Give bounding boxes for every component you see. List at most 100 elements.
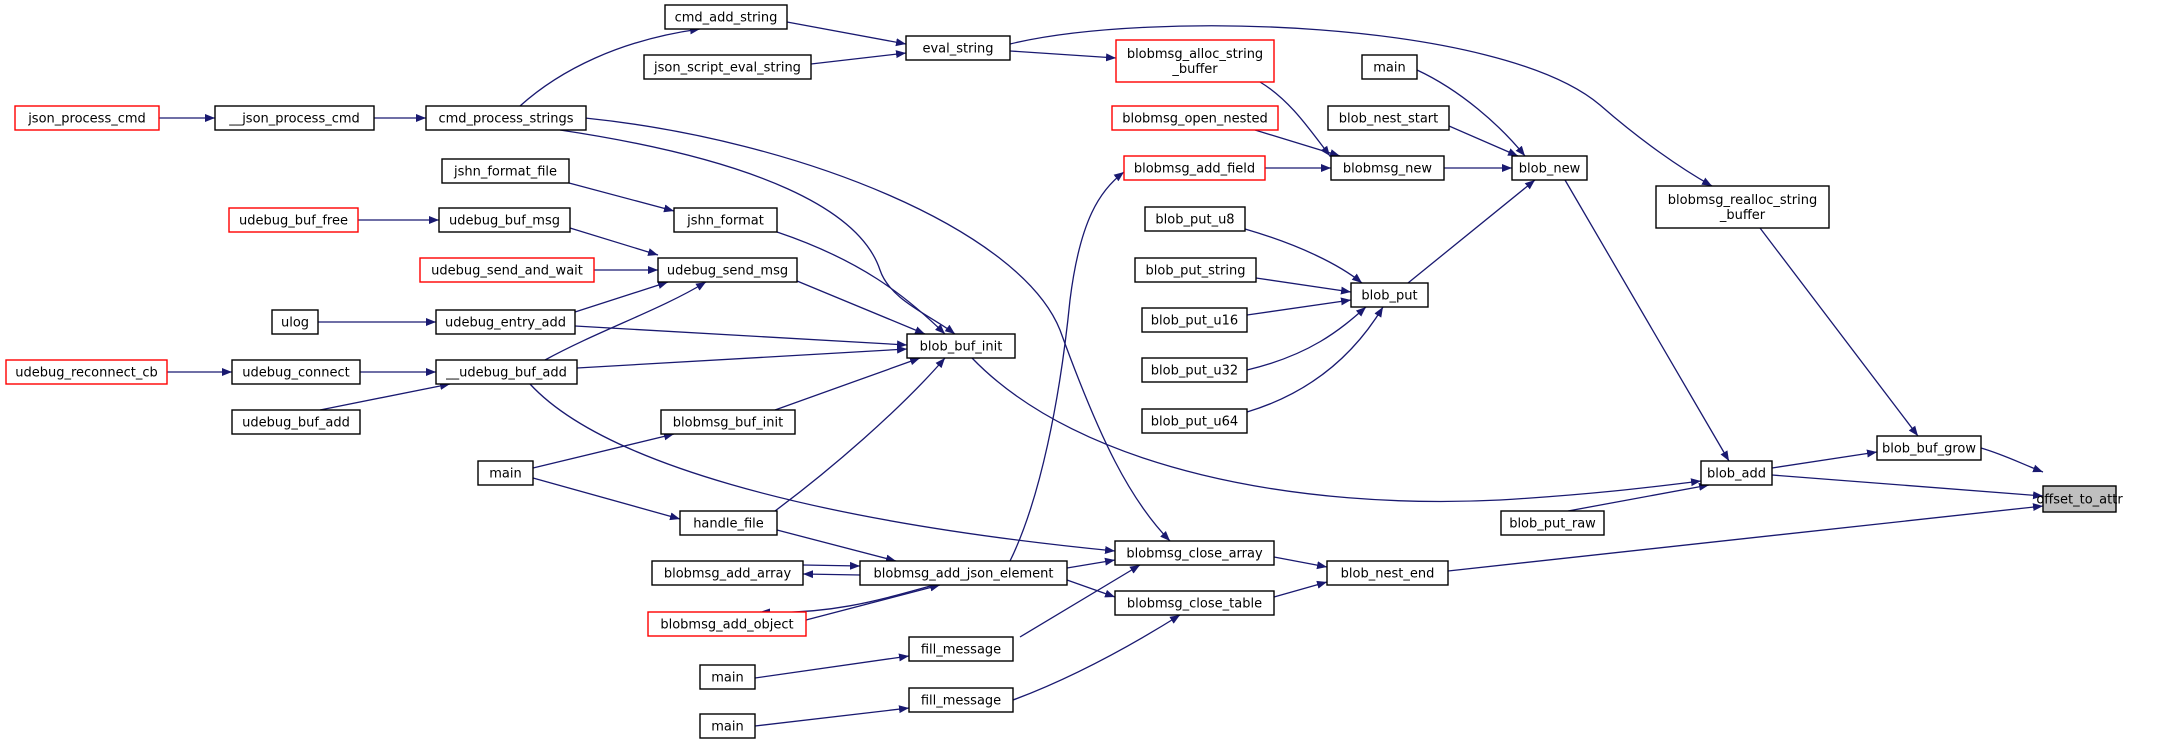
node-udebug-buf-msg[interactable]: udebug_buf_msg <box>438 207 571 233</box>
edge-main-b1-to-fill-message-1 <box>754 653 910 679</box>
node-label: cmd_process_strings <box>438 112 573 127</box>
edge-blobmsg-close-table-to-blob-nest-end <box>1273 580 1328 598</box>
node-label: blobmsg_close_table <box>1127 597 1262 612</box>
node-blobmsg-add-field[interactable]: blobmsg_add_field <box>1123 155 1266 181</box>
node-box <box>435 309 576 335</box>
node-blobmsg-new[interactable]: blobmsg_new <box>1330 155 1445 181</box>
node-blob-put-u64[interactable]: blob_put_u64 <box>1141 408 1248 434</box>
node-udebug-send-msg[interactable]: udebug_send_msg <box>657 257 798 283</box>
node-fill-message-2[interactable]: fill_message <box>908 687 1014 713</box>
node-ulog[interactable]: ulog <box>271 309 319 335</box>
node-main-b1[interactable]: main <box>699 664 756 690</box>
node-blobmsg-alloc-string-buffer[interactable]: blobmsg_alloc_string_buffer <box>1115 39 1275 83</box>
edge-eval-string-to-blobmsg-alloc-string-buffer <box>1009 50 1117 62</box>
node-box <box>1123 155 1266 181</box>
node-box <box>1114 540 1275 566</box>
node-blob-buf-grow[interactable]: blob_buf_grow <box>1876 435 1982 461</box>
edge-blobmsg-open-nested-to-blobmsg-new <box>1254 129 1341 157</box>
node-blobmsg-add-json-element[interactable]: blobmsg_add_json_element <box>859 560 1068 586</box>
node-udebug-buf-free[interactable]: udebug_buf_free <box>228 207 359 233</box>
node-main-b2[interactable]: main <box>699 713 756 739</box>
edge-blob-nest-start-to-blob-new <box>1448 125 1519 157</box>
node-label: blob_put_u64 <box>1151 415 1238 430</box>
node-udebug-entry-add[interactable]: udebug_entry_add <box>435 309 576 335</box>
node-box <box>477 460 534 486</box>
node-label: blob_nest_start <box>1339 112 1438 127</box>
edge-udebug-send-msg-to-blob-buf-init <box>796 280 926 335</box>
node-udebug-reconnect-cb[interactable]: udebug_reconnect_cb <box>5 359 168 385</box>
node-main-mid[interactable]: main <box>477 460 534 486</box>
node-box <box>1655 185 1830 229</box>
node-json-process-cmd-priv[interactable]: __json_process_cmd <box>214 105 375 131</box>
node-box <box>673 207 778 233</box>
edge-blobmsg-add-array-to-blobmsg-add-json-element <box>802 561 861 570</box>
node-label: blobmsg_alloc_string <box>1127 47 1263 62</box>
node-box <box>908 687 1014 713</box>
node-label: blob_buf_grow <box>1882 442 1976 457</box>
node-box <box>1326 560 1449 586</box>
node-udebug-connect[interactable]: udebug_connect <box>231 359 361 385</box>
edge-blobmsg-add-json-element-to-blobmsg-add-object <box>759 584 935 617</box>
node-box <box>1114 590 1275 616</box>
node-label: udebug_send_msg <box>667 264 788 279</box>
edge-blobmsg-close-array-to-blob-nest-end <box>1273 556 1328 570</box>
node-blob-put-string[interactable]: blob_put_string <box>1134 257 1257 283</box>
node-label: blobmsg_add_array <box>664 567 792 582</box>
node-blob-buf-init[interactable]: blob_buf_init <box>906 333 1016 359</box>
node-label: __json_process_cmd <box>228 112 360 127</box>
node-udebug-buf-add-priv[interactable]: __udebug_buf_add <box>435 359 578 385</box>
node-udebug-send-and-wait[interactable]: udebug_send_and_wait <box>419 257 595 283</box>
edge-udebug-entry-add-to-udebug-send-msg <box>574 281 669 313</box>
node-json-process-cmd[interactable]: json_process_cmd <box>14 105 160 131</box>
node-box <box>1500 510 1605 536</box>
edge-main-mid-to-blobmsg-buf-init <box>532 432 675 469</box>
node-blobmsg-add-object[interactable]: blobmsg_add_object <box>647 611 807 637</box>
node-blobmsg-close-array[interactable]: blobmsg_close_array <box>1114 540 1275 566</box>
node-label: blob_put_u8 <box>1155 213 1234 228</box>
node-jshn-format-file[interactable]: jshn_format_file <box>441 158 570 184</box>
node-label: blobmsg_buf_init <box>673 416 783 431</box>
edge-blob-put-u32-to-blob-put <box>1246 306 1367 371</box>
node-box <box>425 105 587 131</box>
nodes: offset_to_attr blob_buf_grow blob_add blob_… <box>5 4 2123 739</box>
node-blob-add[interactable]: blob_add <box>1700 460 1773 486</box>
node-main-top[interactable]: main <box>1361 54 1418 80</box>
edge-cmd-process-strings-to-cmd-add-string <box>519 26 701 107</box>
edge-cmd-process-strings-to-blob-buf-init <box>559 129 956 335</box>
node-box <box>657 257 798 283</box>
node-blob-put[interactable]: blob_put <box>1350 282 1429 308</box>
node-blob-nest-start[interactable]: blob_nest_start <box>1327 105 1450 131</box>
node-box <box>1327 105 1450 131</box>
edge-cmd-add-string-to-eval-string <box>786 21 907 47</box>
node-blobmsg-close-table[interactable]: blobmsg_close_table <box>1114 590 1275 616</box>
node-fill-message-1[interactable]: fill_message <box>908 636 1014 662</box>
edge-blobmsg-realloc-string-buffer-to-blob-buf-grow <box>1759 227 1919 437</box>
node-blob-put-u8[interactable]: blob_put_u8 <box>1144 206 1246 232</box>
edge-blobmsg-buf-init-to-blob-buf-init <box>774 357 921 411</box>
node-cmd-process-strings[interactable]: cmd_process_strings <box>425 105 587 131</box>
node-jshn-format[interactable]: jshn_format <box>673 207 778 233</box>
node-box <box>679 510 778 536</box>
node-blobmsg-buf-init[interactable]: blobmsg_buf_init <box>660 409 796 435</box>
node-eval-string[interactable]: eval_string <box>905 35 1011 61</box>
node-blob-put-raw[interactable]: blob_put_raw <box>1500 510 1605 536</box>
node-offset-to-attr[interactable]: offset_to_attr <box>2036 485 2123 513</box>
node-blob-put-u16[interactable]: blob_put_u16 <box>1141 307 1248 333</box>
node-blobmsg-add-array[interactable]: blobmsg_add_array <box>651 560 804 586</box>
node-label: eval_string <box>922 42 993 57</box>
node-label: blob_put_u32 <box>1151 364 1238 379</box>
node-label: udebug_buf_add <box>242 416 350 431</box>
node-handle-file[interactable]: handle_file <box>679 510 778 536</box>
node-label: blob_put_raw <box>1509 517 1596 532</box>
node-udebug-buf-add[interactable]: udebug_buf_add <box>231 409 361 435</box>
node-json-script-eval-string[interactable]: json_script_eval_string <box>643 54 812 80</box>
node-blob-new[interactable]: blob_new <box>1511 155 1588 181</box>
node-blobmsg-open-nested[interactable]: blobmsg_open_nested <box>1111 105 1279 131</box>
node-blob-put-u32[interactable]: blob_put_u32 <box>1141 357 1248 383</box>
edge-handle-file-to-blobmsg-add-json-element <box>776 529 897 563</box>
node-cmd-add-string[interactable]: cmd_add_string <box>664 4 788 30</box>
edge-blob-nest-end-to-offset-to-attr <box>1447 503 2044 572</box>
node-blobmsg-realloc-string-buffer[interactable]: blobmsg_realloc_string_buffer <box>1655 185 1830 229</box>
node-blob-nest-end[interactable]: blob_nest_end <box>1326 560 1449 586</box>
node-label: __udebug_buf_add <box>445 366 567 381</box>
